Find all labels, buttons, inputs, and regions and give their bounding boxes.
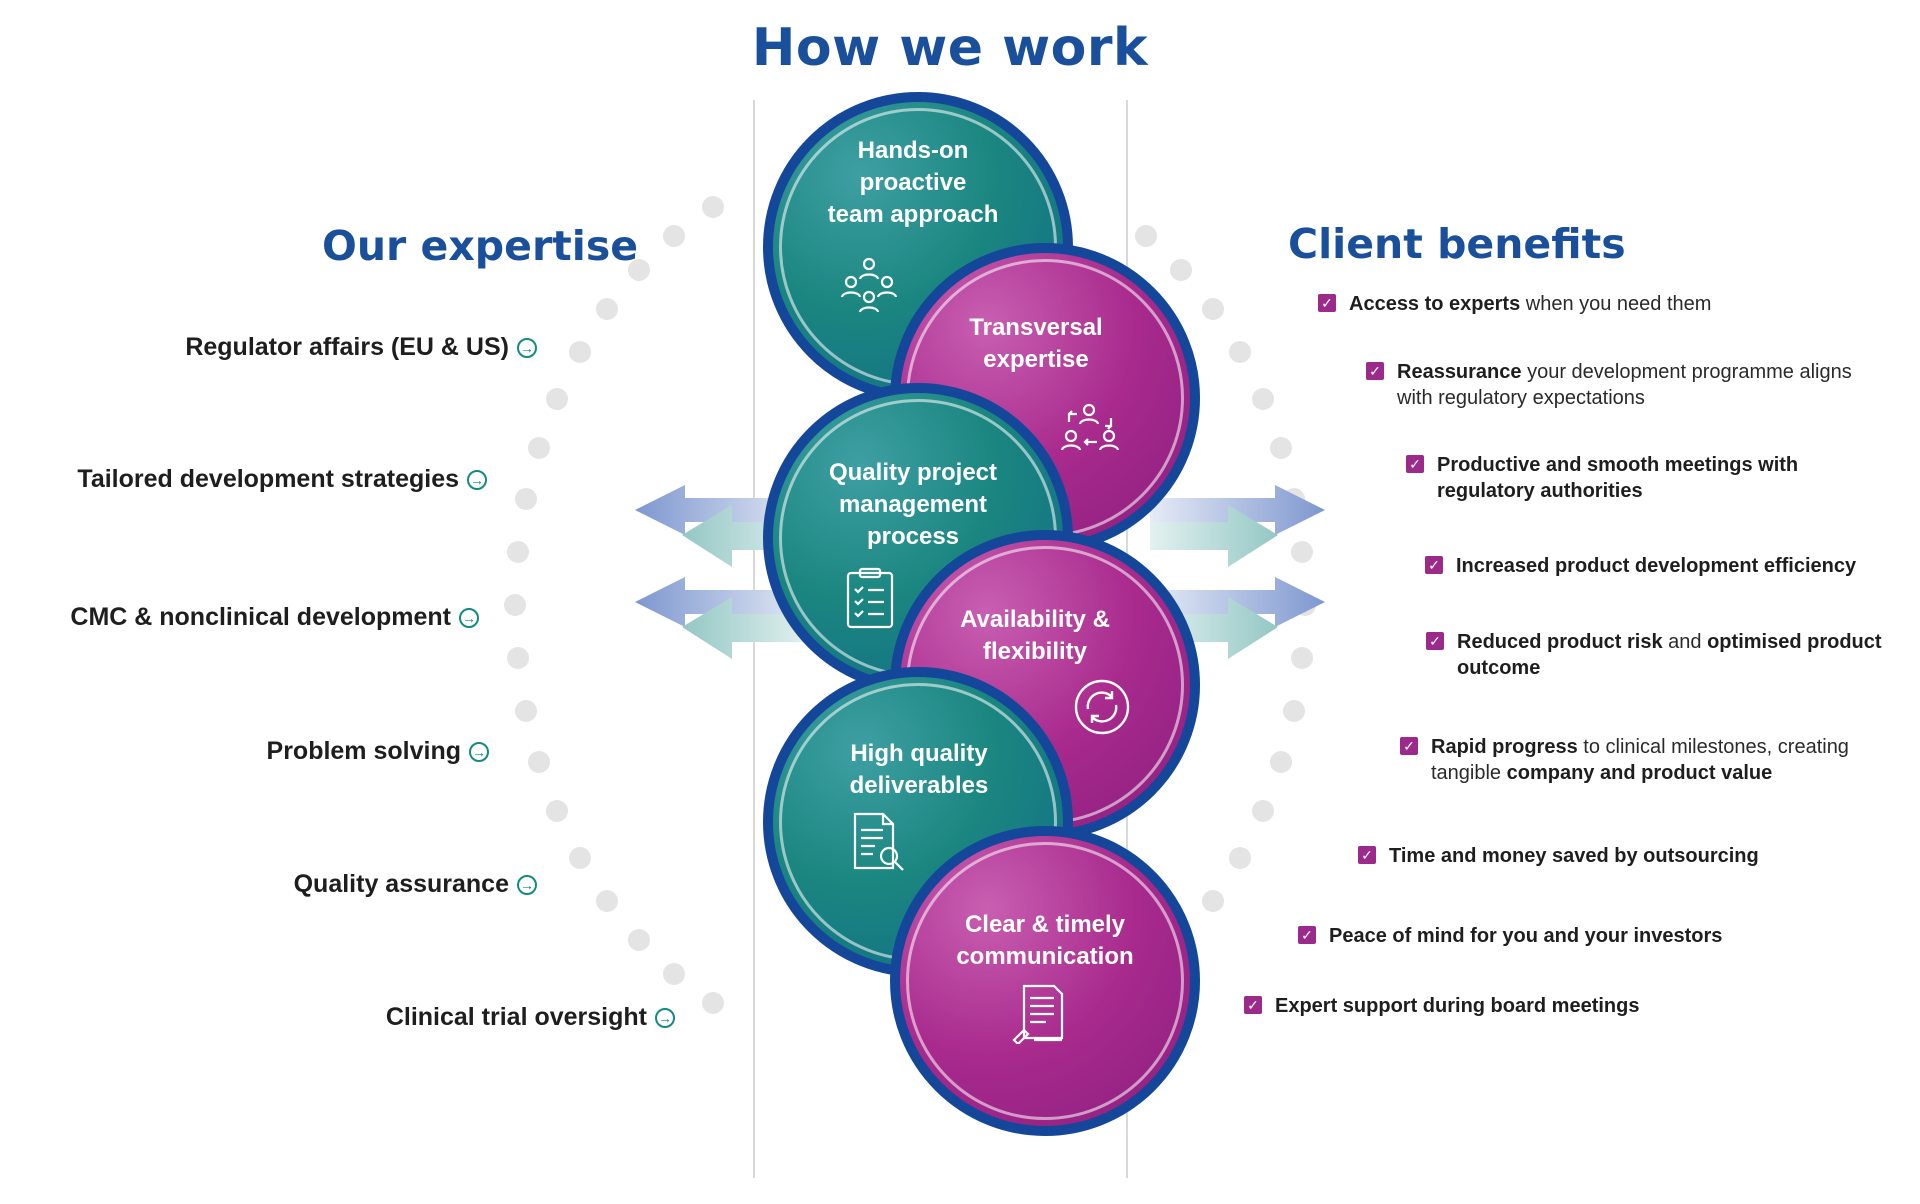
dot <box>1134 225 1157 248</box>
circle-label: Hands-on proactive team approach <box>827 137 999 228</box>
dot <box>1291 540 1314 563</box>
arrow-right-upper <box>1150 485 1325 567</box>
benefit-item: ✓Time and money saved by outsourcing <box>1358 843 1878 869</box>
dot <box>1229 341 1252 364</box>
dot <box>663 225 686 248</box>
dot <box>504 594 526 616</box>
arrow-right-lower <box>1150 577 1325 659</box>
arrow-left-upper <box>635 485 810 567</box>
checkbox-icon: ✓ <box>1298 926 1316 944</box>
dot <box>627 259 650 282</box>
dot <box>701 195 724 218</box>
flow-arrows <box>635 485 1325 659</box>
benefit-item: ✓Access to experts when you need them <box>1318 291 1878 317</box>
checkbox-icon: ✓ <box>1366 362 1384 380</box>
dot <box>527 751 550 774</box>
dot <box>527 436 550 459</box>
arrow-circle-icon[interactable]: → <box>517 337 537 358</box>
benefit-item: ✓Reduced product risk and optimised prod… <box>1426 629 1886 681</box>
dot <box>1201 298 1224 321</box>
circle-label: Transversal expertise <box>969 314 1103 373</box>
checkbox-icon: ✓ <box>1426 632 1444 650</box>
circle-communication <box>890 826 1200 1136</box>
circle-label: High quality deliverables <box>849 740 989 799</box>
checkbox-icon: ✓ <box>1400 737 1418 755</box>
benefit-item: ✓Increased product development efficienc… <box>1425 553 1920 579</box>
dot <box>568 341 591 364</box>
circle-label: Clear & timely communication <box>956 911 1134 970</box>
team-icon <box>840 257 898 313</box>
dot <box>1283 700 1306 723</box>
dot <box>1201 889 1224 912</box>
page-title: How we work <box>751 18 1149 78</box>
circle-label: Availability & flexibility <box>960 606 1110 665</box>
expertise-item[interactable]: Quality assurance→ <box>294 870 537 899</box>
benefit-item: ✓Rapid progress to clinical milestones, … <box>1400 734 1910 786</box>
dot <box>1251 387 1274 410</box>
benefit-item: ✓Productive and smooth meetings with reg… <box>1406 452 1876 504</box>
arrow-circle-icon[interactable]: → <box>655 1007 675 1028</box>
expertise-item[interactable]: Clinical trial oversight→ <box>386 1003 675 1032</box>
arrow-circle-icon[interactable]: → <box>467 469 487 490</box>
expertise-heading: Our expertise <box>322 222 639 270</box>
checkbox-icon: ✓ <box>1425 556 1443 574</box>
dot <box>506 647 529 670</box>
dot <box>627 928 650 951</box>
checkbox-icon: ✓ <box>1318 294 1336 312</box>
dot <box>596 889 619 912</box>
dot <box>506 540 529 563</box>
expertise-item[interactable]: Tailored development strategies→ <box>77 465 487 494</box>
checkbox-icon: ✓ <box>1244 996 1262 1014</box>
expertise-list: Regulator affairs (EU & US)→ Tailored de… <box>0 0 543 1100</box>
arrow-left-lower <box>635 577 810 659</box>
arrow-circle-icon[interactable]: → <box>517 874 537 895</box>
circle-label: Quality project management process <box>828 459 998 550</box>
dot <box>514 487 537 510</box>
dot <box>568 846 591 869</box>
arrow-circle-icon[interactable]: → <box>469 741 489 762</box>
dot <box>514 700 537 723</box>
expertise-list-tail: Clinical trial oversight→ <box>0 0 677 1100</box>
refresh-icon <box>1074 679 1130 735</box>
checkbox-icon: ✓ <box>1406 455 1424 473</box>
dot <box>1270 751 1293 774</box>
dot <box>596 298 619 321</box>
arrow-circle-icon[interactable]: → <box>459 607 479 628</box>
dot <box>546 800 568 823</box>
clipboard-checklist-icon <box>846 567 894 629</box>
checkbox-icon: ✓ <box>1358 846 1376 864</box>
dot <box>663 962 686 985</box>
benefit-item: ✓Expert support during board meetings <box>1244 993 1804 1019</box>
expertise-item[interactable]: CMC & nonclinical development→ <box>70 603 479 632</box>
expertise-item[interactable]: Regulator affairs (EU & US)→ <box>185 333 537 362</box>
dot <box>1170 259 1193 282</box>
dot <box>1291 647 1314 670</box>
benefit-item: ✓Peace of mind for you and your investor… <box>1298 923 1858 949</box>
dot <box>1251 800 1274 823</box>
document-pen-icon <box>1012 984 1064 1044</box>
dot <box>546 387 568 410</box>
benefits-heading: Client benefits <box>1288 220 1626 268</box>
expertise-item[interactable]: Problem solving→ <box>267 737 489 766</box>
benefit-item: ✓Reassurance your development programme … <box>1366 359 1886 411</box>
dot <box>1270 436 1293 459</box>
dot <box>701 992 724 1015</box>
exchange-people-icon <box>1060 403 1120 451</box>
dot <box>1229 846 1252 869</box>
document-search-icon <box>853 812 904 871</box>
